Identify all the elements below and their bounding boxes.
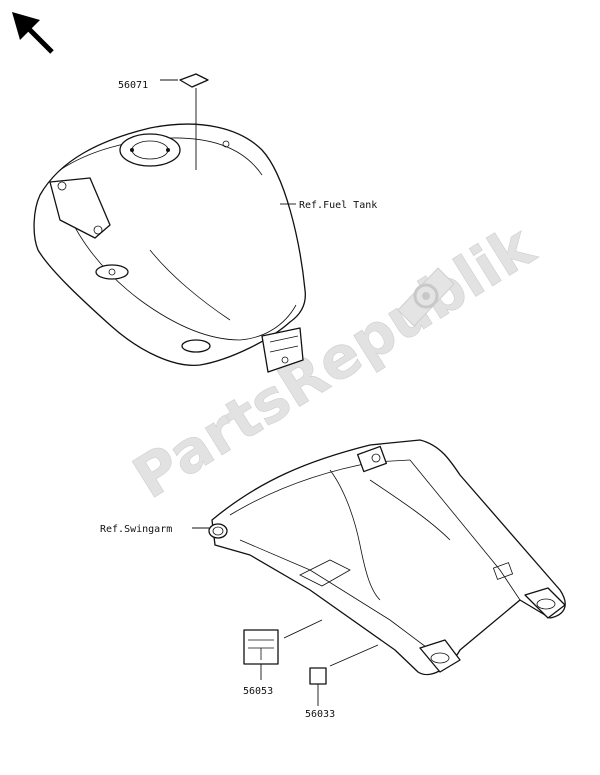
- gear-icon: [397, 267, 455, 327]
- callout-56071: 56071: [118, 80, 148, 91]
- label-decal-56033: [309, 644, 379, 706]
- label-decal-56053: [243, 619, 323, 680]
- callout-56053: 56053: [243, 686, 273, 697]
- callout-56033: 56033: [305, 709, 335, 720]
- tank-label-decal: [160, 73, 209, 170]
- callout-ref-fuel-tank: Ref.Fuel Tank: [299, 200, 377, 211]
- swingarm: [208, 439, 566, 676]
- arrow-up-left-icon: [12, 12, 54, 54]
- callout-ref-swingarm: Ref.Swingarm: [100, 524, 172, 535]
- fuel-tank: [33, 123, 306, 373]
